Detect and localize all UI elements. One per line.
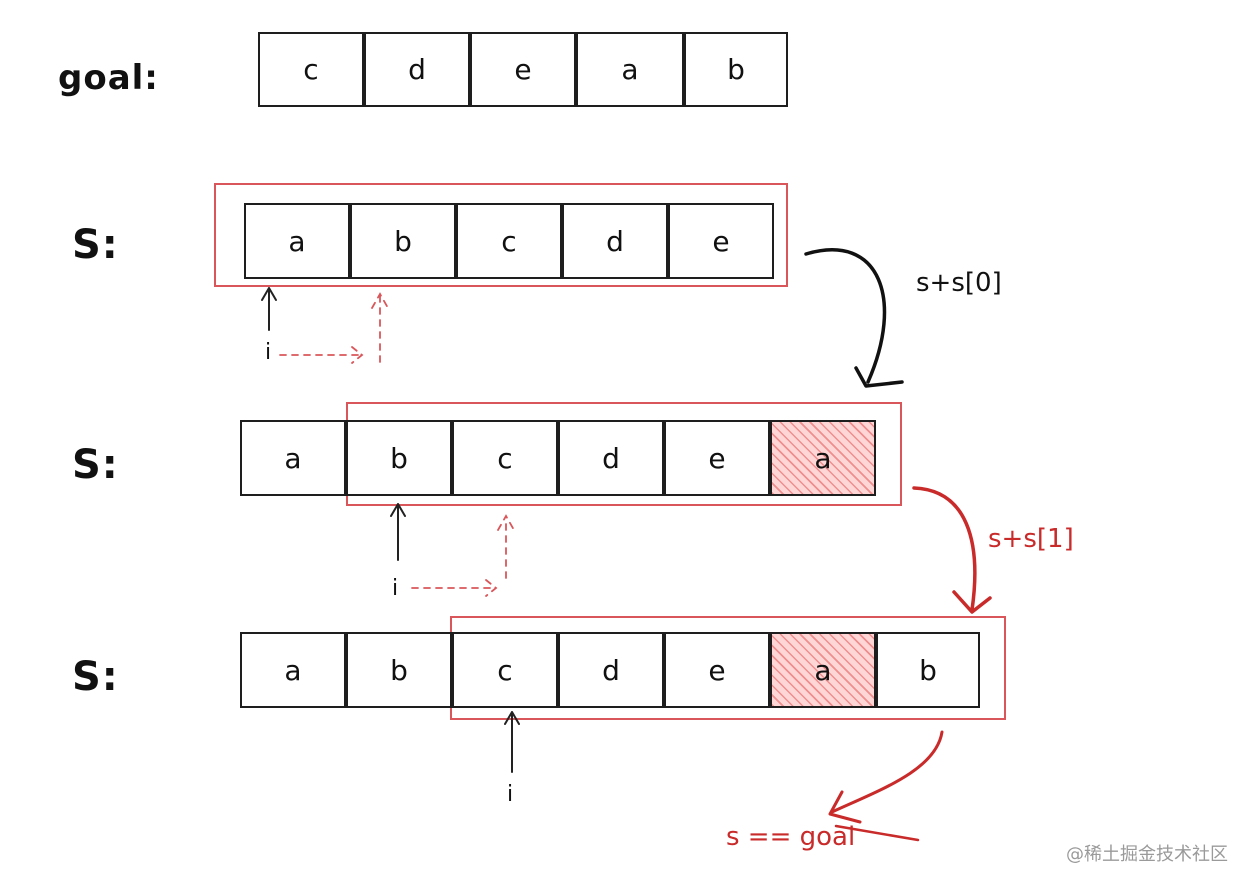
s1-cell-2: c [456, 203, 562, 279]
row1-dashed-move [279, 292, 389, 364]
row2-pointer-label: i [392, 576, 399, 601]
s2-cell-5-appended: a [770, 420, 876, 496]
s1-cell-3: d [562, 203, 668, 279]
step1-curve-arrow [804, 248, 887, 384]
row2-pointer-arrow [390, 503, 406, 561]
goal-cell-3: a [576, 32, 684, 107]
s2-cell-4: e [664, 420, 770, 496]
s3-cell-5-appended: a [770, 632, 876, 708]
step1-arrowhead [854, 366, 904, 388]
s1-cell-0: a [244, 203, 350, 279]
goal-cell-0: c [258, 32, 364, 107]
step2-note: s+s[1] [988, 524, 1074, 554]
result-arrowhead [828, 790, 862, 824]
s3-cell-6-appended: b [876, 632, 980, 708]
s-label-row1: S: [72, 222, 119, 268]
result-note: s == goal [726, 822, 856, 852]
goal-label: goal: [58, 58, 159, 98]
s1-cell-1: b [350, 203, 456, 279]
s3-cell-1: b [346, 632, 452, 708]
s2-cell-0: a [240, 420, 346, 496]
s1-cell-4: e [668, 203, 774, 279]
s3-cell-4: e [664, 632, 770, 708]
goal-cell-2: e [470, 32, 576, 107]
goal-cell-4: b [684, 32, 788, 107]
row1-pointer-arrow [261, 287, 277, 331]
s2-cell-2: c [452, 420, 558, 496]
s2-cell-3: d [558, 420, 664, 496]
s3-cell-3: d [558, 632, 664, 708]
s3-cell-0: a [240, 632, 346, 708]
window-frame-row1 [214, 183, 788, 287]
row3-pointer-label: i [507, 782, 514, 807]
result-underline [834, 824, 920, 842]
s-label-row2: S: [72, 442, 119, 488]
s3-cell-2: c [452, 632, 558, 708]
s2-cell-1: b [346, 420, 452, 496]
row3-pointer-arrow [504, 711, 520, 773]
row1-pointer-label: i [265, 340, 272, 365]
watermark: @稀土掘金技术社区 [1066, 844, 1228, 865]
result-curve-arrow [830, 730, 944, 814]
step1-note: s+s[0] [916, 268, 1002, 298]
step2-curve-arrow [912, 486, 977, 612]
s-label-row3: S: [72, 654, 119, 700]
goal-cell-1: d [364, 32, 470, 107]
step2-arrowhead [952, 590, 992, 614]
row2-dashed-move [411, 514, 515, 597]
